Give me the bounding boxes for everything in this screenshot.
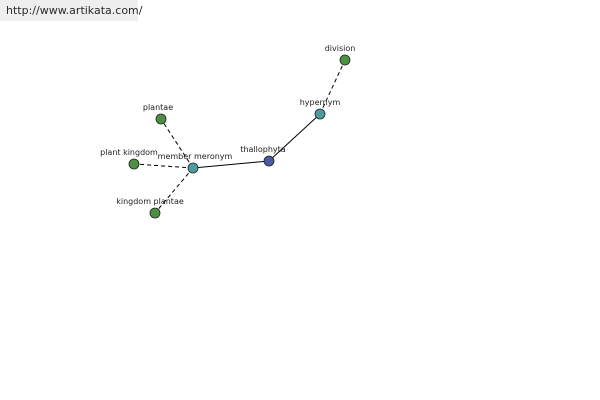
edge-thallophyta-to-member-meronym [192,160,270,169]
site-banner: http://www.artikata.com/ [0,0,142,21]
node-label-plant-kingdom: plant kingdom [100,148,158,157]
teal-circle-icon[interactable] [187,162,199,174]
edge-member-meronym-to-kingdom-plantae [154,167,194,214]
edge-member-meronym-to-plant-kingdom [133,163,194,169]
green-circle-icon[interactable] [155,113,167,125]
node-label-member-meronym: member meronym [158,152,233,161]
teal-circle-icon[interactable] [314,108,326,120]
node-plant-kingdom[interactable]: plant kingdom [100,148,158,170]
node-plantae[interactable]: plantae [143,103,173,125]
green-circle-icon[interactable] [128,158,140,170]
green-circle-icon[interactable] [339,54,351,66]
site-url-link[interactable]: http://www.artikata.com/ [6,4,143,17]
node-thallophyta[interactable]: thallophyta [240,145,286,167]
node-division[interactable]: division [325,44,356,66]
blue-circle-icon[interactable] [263,155,275,167]
node-label-kingdom-plantae: kingdom plantae [116,197,184,206]
green-circle-icon[interactable] [149,207,161,219]
node-member-meronym[interactable]: member meronym [158,152,233,174]
node-kingdom-plantae[interactable]: kingdom plantae [116,197,184,219]
node-hypernym[interactable]: hypernym [300,98,341,120]
edge-hypernym-to-division [319,59,346,115]
nodes-layer: division hypernym thallophyta member merony… [100,44,356,219]
edges-layer [133,59,346,214]
edge-member-meronym-to-plantae [160,118,194,169]
node-label-thallophyta: thallophyta [240,145,285,154]
edge-thallophyta-to-hypernym [268,113,321,162]
node-label-hypernym: hypernym [300,98,341,107]
node-label-division: division [325,44,356,53]
node-label-plantae: plantae [143,103,173,112]
